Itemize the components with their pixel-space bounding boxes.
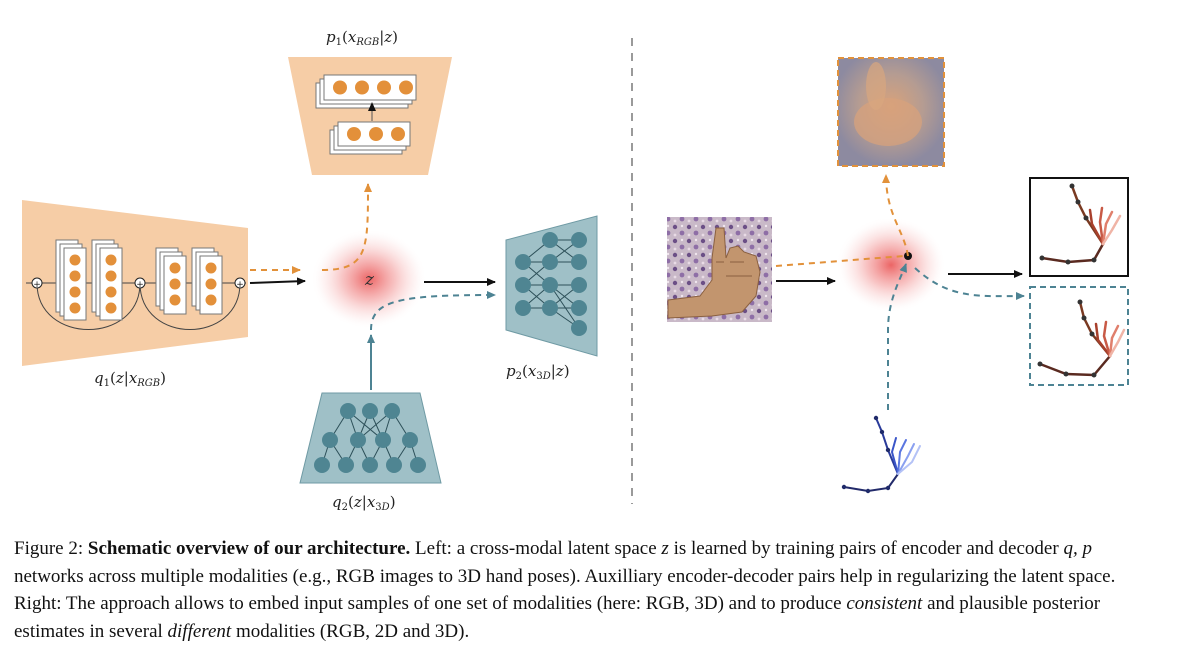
caption-text-2: is learned by training pairs of encoder … (668, 538, 1064, 559)
latent-z-label: z (364, 270, 375, 290)
caption-z: z (661, 538, 669, 559)
latent-space-left: z (311, 229, 427, 329)
caption-consistent: consistent (846, 593, 923, 614)
reconstructed-hand-image-icon (837, 57, 945, 167)
caption-text-3: networks across multiple modalities (e.g… (14, 565, 1116, 615)
figure-caption: Figure 2: Schematic overview of our arch… (14, 535, 1164, 645)
caption-title: Schematic overview of our architecture. (87, 538, 411, 559)
caption-text-5: modalities (RGB, 2D and 3D). (231, 620, 470, 642)
latent-space-right (836, 217, 946, 313)
svg-text:+: + (136, 280, 144, 290)
arrow-3d-input-to-z (887, 263, 907, 410)
decoder-p1-rgb: p1(xRGB|z) (288, 28, 452, 175)
svg-text:+: + (33, 280, 41, 290)
caption-different: different (167, 620, 232, 642)
caption-text-4: and plausible posterior estimates in sev… (14, 593, 1101, 642)
arrow-q2-to-z (370, 291, 496, 385)
hand-skeleton-3d-output-icon (1029, 177, 1129, 277)
label-p2: p2(x3D|z) (506, 362, 570, 382)
svg-text:+: + (236, 280, 244, 290)
arrow-z-to-2d (914, 267, 1025, 301)
caption-figure-label: Figure 2: (14, 538, 84, 559)
label-p1: p1(xRGB|z) (326, 28, 398, 48)
arrow-z-to-p1 (321, 183, 372, 271)
caption-qp: q, p (1063, 538, 1092, 559)
encoder-q2-3d: q2(z|x3D) (299, 392, 442, 512)
decoder-p2-3d: p2(x3D|z) (505, 215, 598, 382)
label-q2: q2(z|x3D) (332, 493, 396, 512)
arrow-q1-to-z (249, 277, 306, 286)
architecture-figure: p1(xRGB|z) + + + (22, 28, 1129, 512)
hand-skeleton-2d-output-icon (1029, 286, 1129, 386)
encoder-q1-rgb: + + + q1(z|xRGB) (22, 200, 248, 389)
caption-text-1: Left: a cross-modal latent space (410, 538, 662, 559)
label-q1: q1(z|xRGB) (94, 369, 166, 389)
arrow-z-to-rgb (882, 174, 909, 257)
hand-photo-icon (667, 217, 772, 322)
hand-skeleton-3d-input-icon (841, 415, 921, 494)
